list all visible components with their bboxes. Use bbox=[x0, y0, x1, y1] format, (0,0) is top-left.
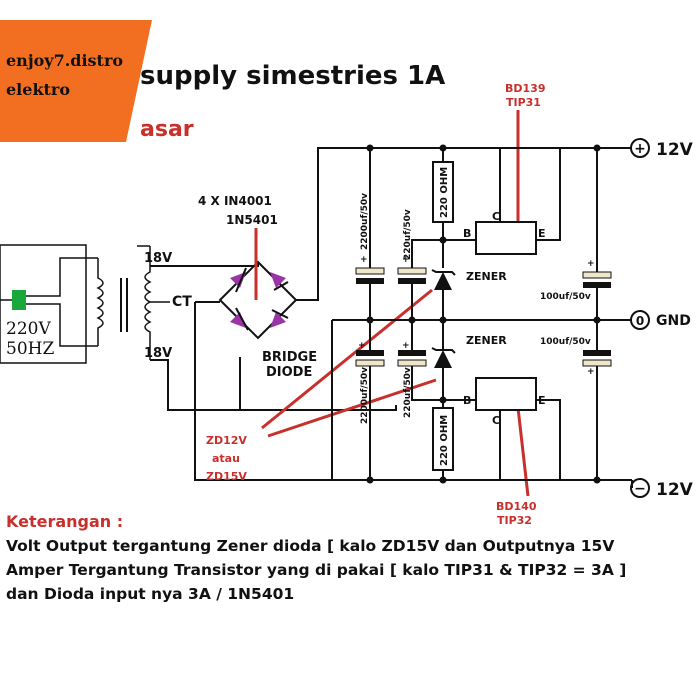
output-positive-label: 12V bbox=[656, 140, 694, 160]
transistor-bottom-label-1: BD140 bbox=[496, 500, 537, 513]
bridge-diode-icons bbox=[230, 272, 286, 328]
cap-2200-top-label: 2200uf/50v bbox=[360, 193, 370, 250]
cap-220-bottom-label: 220uf/50v bbox=[403, 367, 413, 418]
cap-220-top-label: 220uf/50v bbox=[403, 209, 413, 260]
zener-value-label-1: ZD12V bbox=[206, 434, 247, 447]
cap-plus-sign: + bbox=[587, 259, 595, 269]
tap-bottom-label: 18V bbox=[144, 346, 172, 361]
cap-100uf-top: + 100uf/50v bbox=[540, 148, 612, 320]
center-tap-label: CT bbox=[172, 294, 192, 310]
watermark-line-2: elektro bbox=[6, 80, 70, 99]
cap-220uf-bottom: + 220uf/50v bbox=[397, 320, 443, 418]
zero-icon: 0 bbox=[636, 314, 644, 328]
bridge-rectifier: 4 X IN4001 1N5401 BRIDGE DIODE bbox=[198, 194, 317, 380]
watermark-line-1: enjoy7.distro bbox=[6, 51, 123, 70]
zener-top: ZENER bbox=[431, 269, 507, 320]
pointer-zener-bottom bbox=[267, 378, 437, 438]
zener-value-label-2: atau bbox=[212, 452, 240, 465]
bridge-alt-label: 1N5401 bbox=[226, 213, 278, 227]
zener-bottom: ZENER bbox=[431, 320, 507, 400]
positive-rail bbox=[296, 147, 632, 301]
transistor-top: B C E BD139 TIP31 bbox=[443, 82, 561, 255]
mains-input: 220V 50HZ bbox=[0, 244, 98, 364]
zener-value-label-3: ZD15V bbox=[206, 470, 247, 483]
bridge-label-2: DIODE bbox=[266, 365, 312, 380]
zener-bottom-label: ZENER bbox=[466, 334, 507, 347]
page-subtitle: asar bbox=[140, 117, 194, 142]
pin-e-top: E bbox=[538, 227, 546, 240]
tap-top-label: 18V bbox=[144, 251, 172, 266]
transistor-top-label-1: BD139 bbox=[505, 82, 545, 95]
cap-2200-bottom-label: 2200uf/50v bbox=[360, 367, 370, 424]
pointer-zener-top bbox=[261, 288, 433, 430]
cap-2200uf-top: + 2200uf/50v bbox=[355, 148, 385, 320]
cap-100-top-label: 100uf/50v bbox=[540, 292, 591, 302]
resistor-top-label: 220 OHM bbox=[439, 167, 450, 218]
cap-100-bottom-label: 100uf/50v bbox=[540, 337, 591, 347]
zener-top-label: ZENER bbox=[466, 270, 507, 283]
page-title: supply simestries 1A bbox=[140, 61, 445, 91]
transformer: 18V CT 18V bbox=[96, 245, 192, 361]
output-negative: − 12V bbox=[630, 478, 694, 500]
bridge-type-label: 4 X IN4001 bbox=[198, 194, 272, 208]
note-line-2: Amper Tergantung Transistor yang di paka… bbox=[6, 561, 627, 579]
power-plug-icon bbox=[12, 290, 26, 310]
cap-plus-sign: + bbox=[402, 341, 410, 351]
transistor-top-label-2: TIP31 bbox=[506, 96, 541, 109]
cap-plus-sign: + bbox=[358, 341, 366, 351]
output-ground-label: GND bbox=[656, 313, 691, 329]
resistor-top: 220 OHM bbox=[432, 148, 454, 268]
minus-icon: − bbox=[634, 481, 646, 497]
bridge-label-1: BRIDGE bbox=[262, 350, 317, 365]
watermark-banner bbox=[0, 20, 152, 142]
cap-plus-sign: + bbox=[402, 255, 410, 265]
transistor-bottom-label-2: TIP32 bbox=[497, 514, 532, 527]
transistor-bottom: B C E BD140 TIP32 bbox=[443, 377, 561, 527]
pin-e-bottom: E bbox=[538, 394, 546, 407]
zener-top-icon bbox=[434, 272, 452, 290]
wire-bottom-secondary bbox=[150, 359, 397, 411]
output-negative-label: 12V bbox=[656, 480, 694, 500]
output-positive: + 12V bbox=[630, 138, 694, 160]
mains-frequency-label: 50HZ bbox=[6, 339, 54, 359]
wire-ct-to-gnd bbox=[194, 302, 340, 481]
zener-bottom-icon bbox=[434, 350, 452, 368]
notes-section: Keterangan : Volt Output tergantung Zene… bbox=[6, 512, 696, 609]
pin-c-top: C bbox=[492, 210, 500, 223]
note-line-1: Volt Output tergantung Zener dioda [ kal… bbox=[6, 537, 615, 555]
cap-plus-sign: + bbox=[360, 255, 368, 265]
cap-2200uf-bottom: + 2200uf/50v bbox=[355, 320, 385, 480]
notes-title: Keterangan : bbox=[6, 512, 124, 531]
cap-100uf-bottom: + 100uf/50v bbox=[540, 320, 612, 480]
cap-plus-sign: + bbox=[587, 367, 595, 377]
pin-b-top: B bbox=[463, 227, 471, 240]
mains-voltage-label: 220V bbox=[6, 319, 51, 339]
pin-c-bottom: C bbox=[492, 414, 500, 427]
resistor-bottom-label: 220 OHM bbox=[439, 415, 450, 466]
plus-icon: + bbox=[634, 141, 646, 157]
cap-220uf-top: + 220uf/50v bbox=[397, 209, 443, 320]
resistor-bottom: 220 OHM bbox=[432, 400, 454, 480]
output-ground: 0 GND bbox=[630, 310, 691, 330]
pin-b-bottom: B bbox=[463, 394, 471, 407]
note-line-3: dan Dioda input nya 3A / 1N5401 bbox=[6, 585, 295, 603]
